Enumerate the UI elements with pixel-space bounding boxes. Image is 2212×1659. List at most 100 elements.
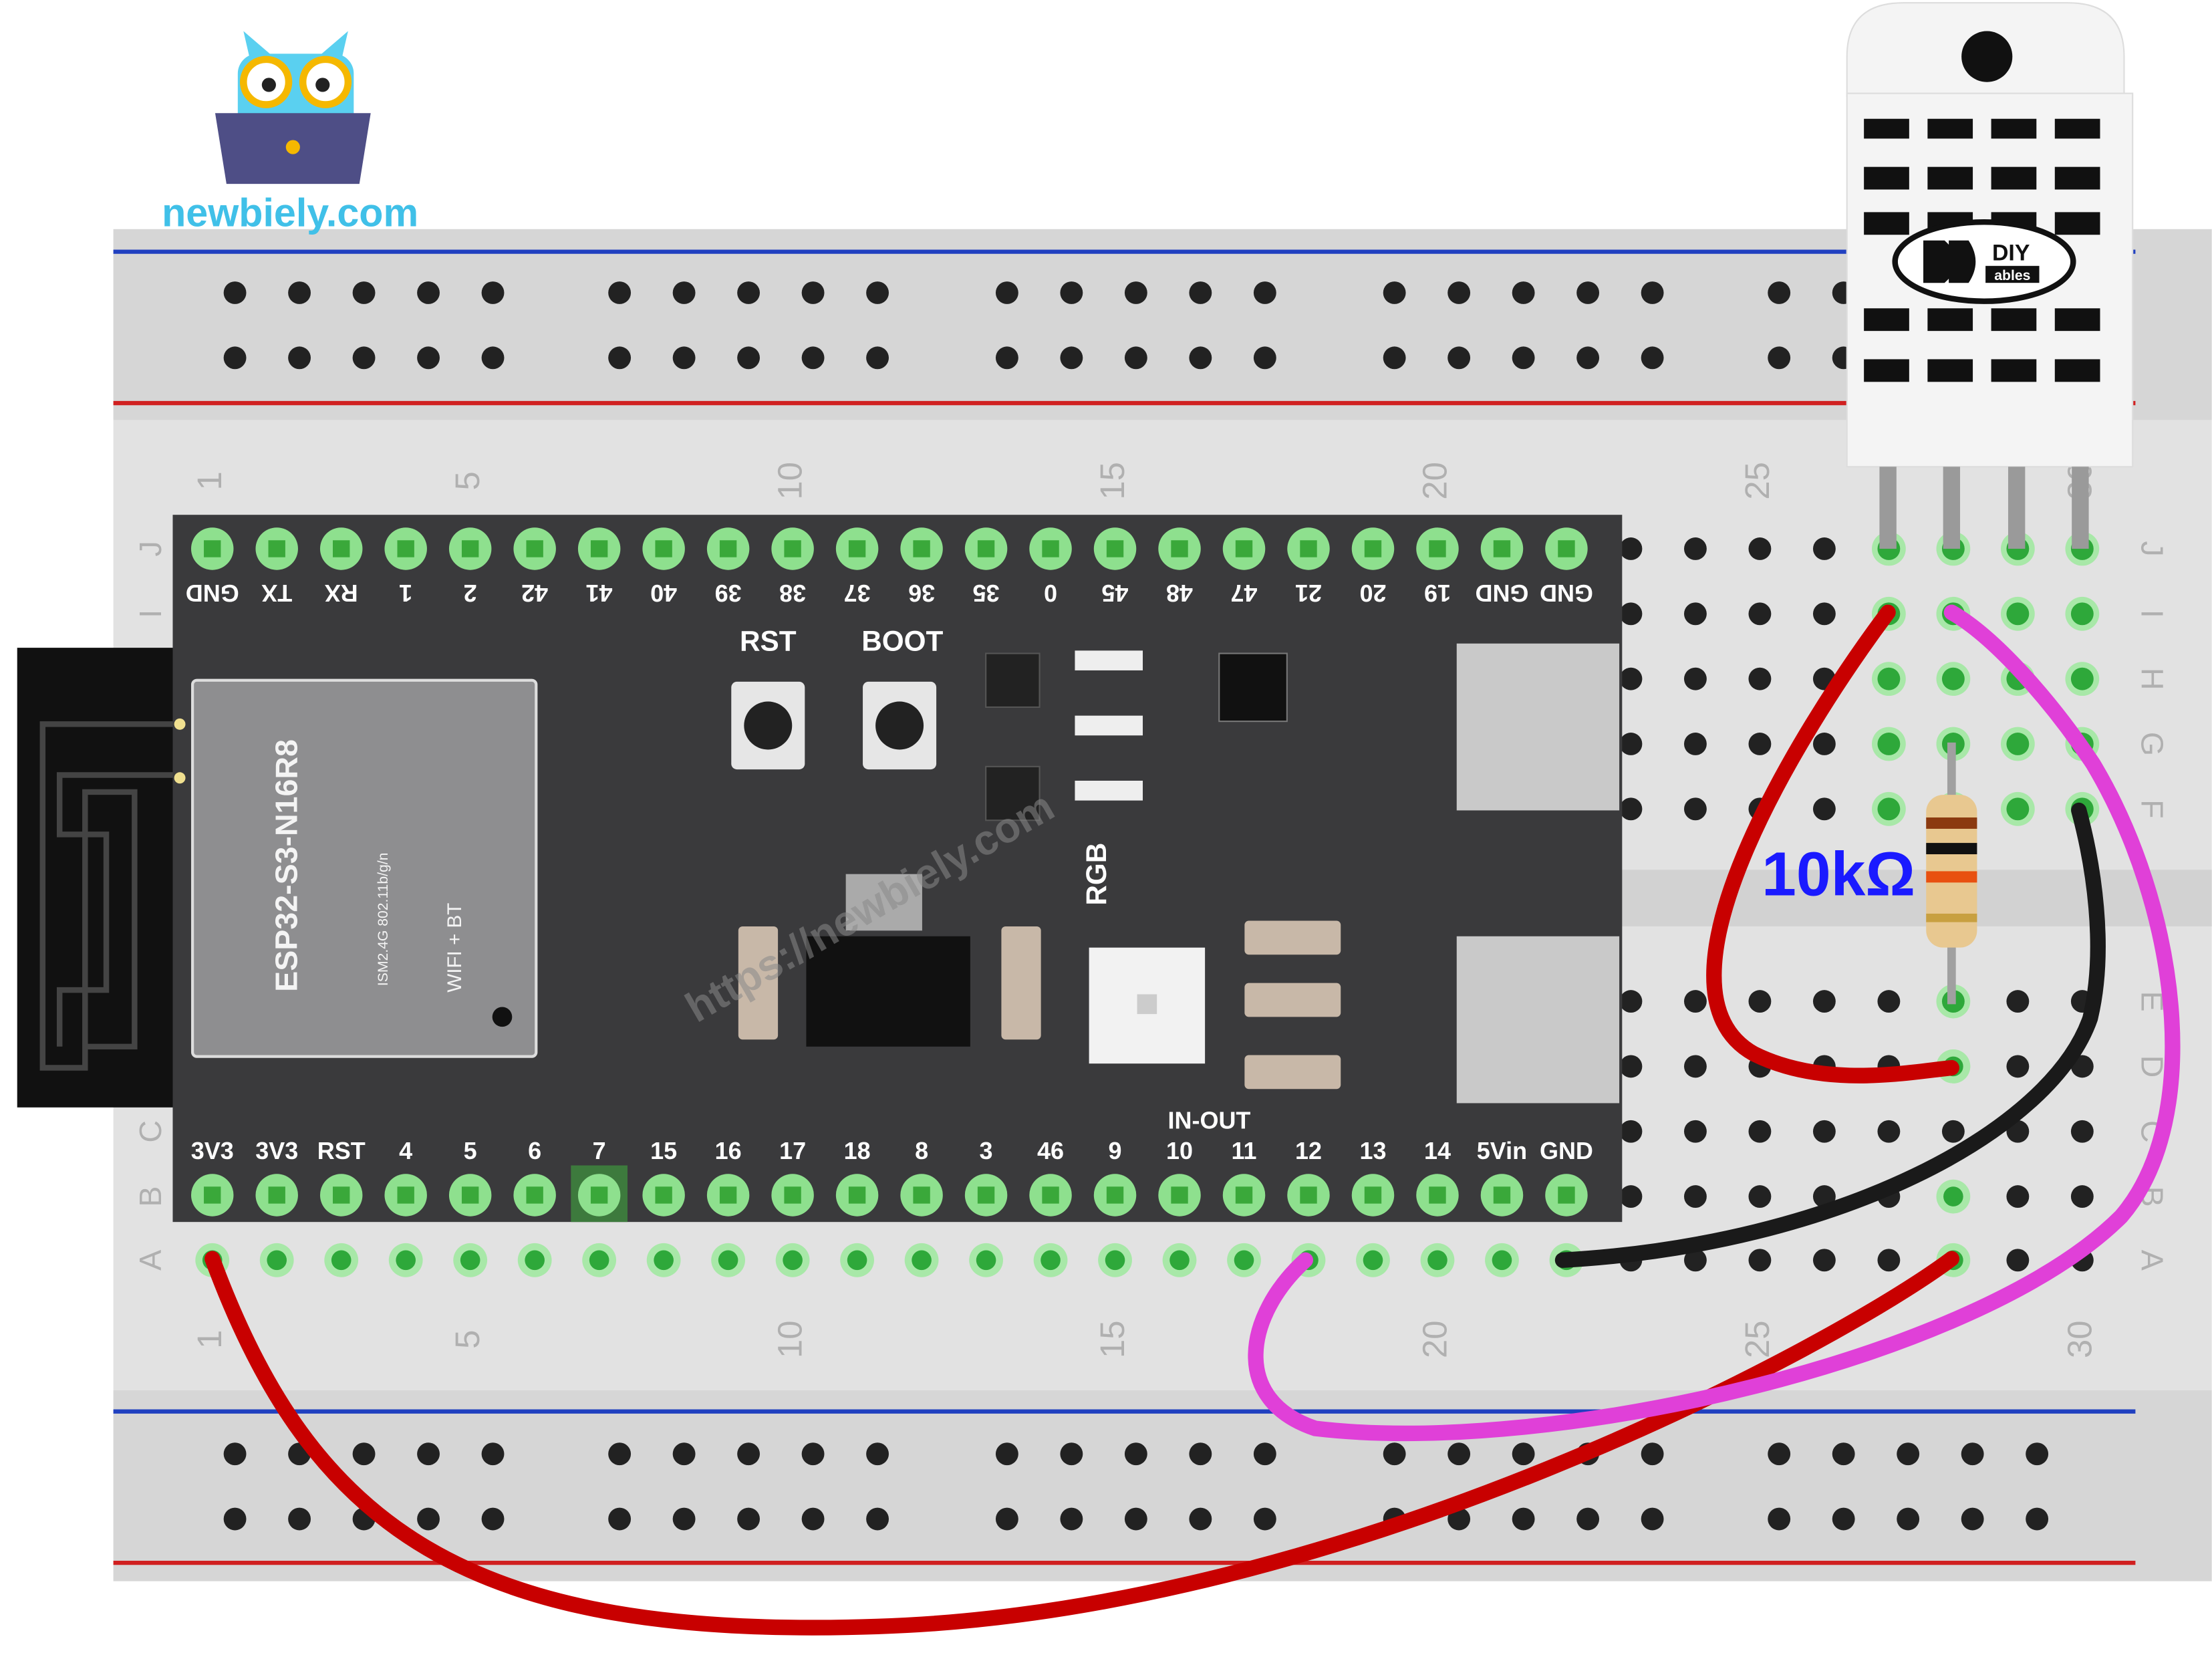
column-number-bottom: 20 xyxy=(1415,1321,1454,1358)
rail-hole xyxy=(608,346,632,370)
grille-slot xyxy=(1864,166,1909,190)
rail-hole xyxy=(1961,1442,1984,1466)
rail-hole xyxy=(995,1507,1018,1531)
esp32-top-pin-label: 1 xyxy=(399,580,412,607)
esp32-bottom-pin-pad xyxy=(526,1186,543,1204)
esp32-bottom-pin-label: 17 xyxy=(779,1137,806,1164)
dht-sensor: DIY ables xyxy=(1846,2,2134,549)
esp32-top-pin-pad xyxy=(333,540,350,557)
esp32-bottom-pin-label: 7 xyxy=(593,1137,606,1164)
rail-hole xyxy=(672,1507,696,1531)
breadboard-hole xyxy=(1683,990,1707,1013)
esp32-top-pin-pad xyxy=(1106,540,1124,557)
grille-slot xyxy=(1927,166,1973,190)
esp32-bottom-pin-pad xyxy=(1493,1186,1511,1204)
rail-hole xyxy=(417,1507,440,1531)
esp32-top-pin-pad xyxy=(655,540,672,557)
breadboard-hole xyxy=(1683,1185,1707,1208)
esp32-top-pin-label: 35 xyxy=(973,580,1000,607)
sensor-brand-bg xyxy=(1985,265,2040,283)
column-number-top: 1 xyxy=(190,471,229,490)
breadboard-labels: JJIIHHGGFFEEDDCCBBAA11551010151520202525… xyxy=(133,462,2169,1358)
rail-hole xyxy=(1768,1507,1791,1531)
esp32-bottom-pin-label: 5 xyxy=(464,1137,477,1164)
esp32-top-pin-pad xyxy=(1171,540,1188,557)
regulator xyxy=(806,936,970,1047)
esp32-bottom-pin-pad xyxy=(1558,1186,1575,1204)
esp32-top-pin-label: 45 xyxy=(1102,580,1129,607)
boot-label: BOOT xyxy=(861,625,943,656)
esp32-top-pin-label: GND xyxy=(1475,580,1528,607)
resistor-band-3 xyxy=(1926,871,1977,883)
esp32-top-pin-label: 41 xyxy=(586,580,613,607)
boot-button[interactable] xyxy=(863,681,937,770)
breadboard-hole xyxy=(1943,1186,1963,1206)
esp32-bottom-pin-label: RST xyxy=(317,1137,366,1164)
rail-hole xyxy=(352,346,376,370)
breadboard-hole xyxy=(1683,1120,1707,1143)
grille-slot xyxy=(1991,308,2037,332)
breadboard-hole xyxy=(1748,667,1772,690)
rail-hole xyxy=(608,281,632,304)
rail-hole xyxy=(1832,1507,1855,1531)
breadboard-bottom-rail xyxy=(113,1390,2212,1581)
esp32-bottom-pin-label: 12 xyxy=(1295,1137,1322,1164)
esp32-top-pin-label: GND xyxy=(1540,580,1593,607)
column-number-top: 25 xyxy=(1738,462,1776,499)
esp32-bottom-pin-label: 6 xyxy=(528,1137,541,1164)
esp32-bottom-pin-pad xyxy=(913,1186,930,1204)
rail-hole xyxy=(223,1507,247,1531)
sensor-pin-4 xyxy=(2072,467,2089,549)
breadboard-hole xyxy=(589,1250,609,1271)
rail-hole xyxy=(1447,346,1471,370)
esp32-bottom-pin-label: GND xyxy=(1540,1137,1593,1164)
esp32-bottom-pin-pad xyxy=(461,1186,479,1204)
rail-hole xyxy=(417,346,440,370)
antenna-trace-2 xyxy=(56,772,182,1047)
breadboard-hole xyxy=(1619,733,1643,755)
breadboard-hole xyxy=(1683,1055,1707,1078)
column-number-top: 20 xyxy=(1415,462,1454,499)
esp32-bottom-pin-pad xyxy=(1106,1186,1124,1204)
resistor-band-4 xyxy=(1926,913,1977,922)
esp32-bottom-pin-pad xyxy=(1042,1186,1059,1204)
breadboard-hole xyxy=(2006,1055,2030,1078)
breadboard-hole xyxy=(1619,1120,1643,1143)
column-number-top: 5 xyxy=(448,471,487,490)
rail-hole xyxy=(1383,1442,1406,1466)
breadboard-hole xyxy=(1748,602,1772,626)
esp32-top-pin-pad xyxy=(1558,540,1575,557)
rail-hole xyxy=(481,1442,505,1466)
cap-row-2 xyxy=(1244,983,1341,1017)
breadboard-hole xyxy=(1619,797,1643,821)
sensor-logo-mark xyxy=(1923,240,1976,283)
breadboard-hole xyxy=(1941,667,1965,690)
breadboard-hole xyxy=(1619,1185,1643,1208)
row-letter-label: A xyxy=(2134,1250,2169,1271)
breadboard-hole xyxy=(976,1250,996,1271)
antenna-trace xyxy=(39,721,182,1071)
esp32-top-pin-pad xyxy=(784,540,801,557)
breadboard-hole xyxy=(2006,733,2030,755)
rail-hole xyxy=(866,281,889,304)
cap-row-1 xyxy=(1244,920,1341,955)
grille-slot xyxy=(1927,118,1973,139)
rail-hole xyxy=(1060,281,1083,304)
grille-slot xyxy=(2054,118,2100,139)
antenna-pad-2 xyxy=(174,772,186,784)
column-number-top: 15 xyxy=(1093,462,1131,499)
breadboard-hole xyxy=(1683,797,1707,821)
rail-hole xyxy=(995,281,1018,304)
breadboard-hole xyxy=(2070,1120,2094,1143)
grille-slot xyxy=(2054,212,2100,235)
grille-slot xyxy=(1927,308,1973,332)
rail-hole xyxy=(672,1442,696,1466)
breadboard-hole xyxy=(2006,990,2030,1013)
esp32-bottom-pin-pad xyxy=(1171,1186,1188,1204)
breadboard-hole xyxy=(267,1250,287,1271)
grille-slot xyxy=(2054,359,2100,382)
breadboard-hole xyxy=(1812,990,1836,1013)
rst-button[interactable] xyxy=(731,681,805,770)
breadboard-hole xyxy=(1683,667,1707,690)
rail-hole xyxy=(1124,1507,1147,1531)
